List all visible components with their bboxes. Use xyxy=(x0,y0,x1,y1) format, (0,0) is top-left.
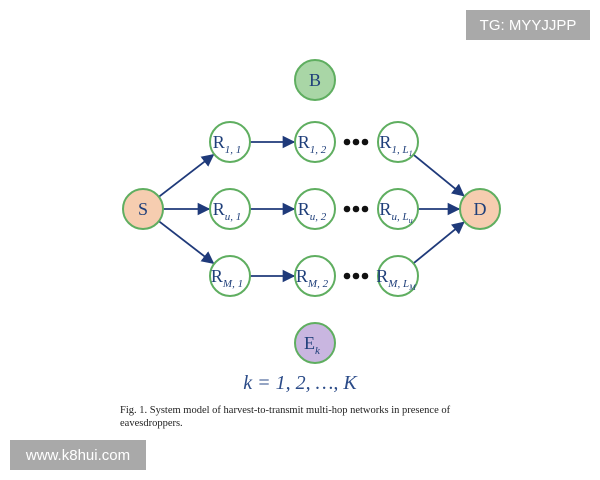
node-relay-1-3-subsubscript: 1 xyxy=(409,149,413,158)
ellipsis-dot-row-3-2 xyxy=(352,272,360,280)
node-b-circle xyxy=(294,59,336,101)
node-eavesdropper-label: Ek xyxy=(304,333,321,357)
node-relay-1-1: R1, 1 xyxy=(209,121,251,163)
node-destination-circle xyxy=(459,188,501,230)
node-relay-2-2-subscript: u, 2 xyxy=(310,211,327,223)
node-relay-1-3: R1, L1 xyxy=(377,121,419,163)
node-relay-1-1-circle xyxy=(209,121,251,163)
node-destination-label: D xyxy=(474,199,487,219)
ellipsis-dot-row-1-3 xyxy=(361,138,369,146)
node-destination: D xyxy=(459,188,501,230)
node-source: S xyxy=(122,188,164,230)
ellipsis-dot-row-1-2 xyxy=(352,138,360,146)
node-relay-2-3-label: Ru, Lu xyxy=(379,199,412,225)
node-source-label: S xyxy=(138,199,148,219)
ellipsis-dot-row-2-3 xyxy=(361,205,369,213)
edges-layer xyxy=(158,135,465,283)
node-relay-1-3-label: R1, L1 xyxy=(379,132,412,158)
node-relay-1-3-subscript: 1, L xyxy=(391,144,408,156)
node-relay-1-1-label: R1, 1 xyxy=(213,132,242,156)
k-range-label: k = 1, 2, …, K xyxy=(243,372,357,394)
node-relay-2-1: Ru, 1 xyxy=(209,188,251,230)
edge-source-to-relay-1-1 xyxy=(158,154,215,198)
node-relay-2-3-circle xyxy=(377,188,419,230)
node-relay-3-2-symbol: R xyxy=(296,266,308,286)
node-relay-1-3-symbol: R xyxy=(379,132,391,152)
watermark-site: www.k8hui.com xyxy=(10,440,146,470)
node-relay-3-3-subsubscript: M xyxy=(408,283,417,292)
node-eavesdropper-subscript: k xyxy=(315,345,321,357)
node-relay-3-1-symbol: R xyxy=(211,266,223,286)
edge-source-to-relay-3-1 xyxy=(158,220,215,264)
node-relay-3-3-label: RM, LM xyxy=(376,266,417,292)
node-relay-2-1-subscript: u, 1 xyxy=(225,211,242,223)
node-relay-2-2-label: Ru, 2 xyxy=(298,199,327,223)
node-relay-3-1-label: RM, 1 xyxy=(211,266,243,290)
ellipsis-dot-row-2-1 xyxy=(343,205,351,213)
ellipsis-dot-row-3-1 xyxy=(343,272,351,280)
node-relay-3-2-subscript: M, 2 xyxy=(307,278,329,290)
edge-relay-1-last-to-destination xyxy=(412,153,465,197)
node-relay-3-2-circle xyxy=(294,255,336,297)
node-relay-1-1-subscript: 1, 1 xyxy=(225,144,242,156)
node-relay-1-1-symbol: R xyxy=(213,132,225,152)
node-relay-1-2: R1, 2 xyxy=(294,121,336,163)
node-eavesdropper: Ek xyxy=(294,322,336,364)
node-relay-3-3-circle xyxy=(377,255,419,297)
node-relay-1-2-circle xyxy=(294,121,336,163)
node-relay-3-1: RM, 1 xyxy=(209,255,251,297)
node-relay-2-2-circle xyxy=(294,188,336,230)
node-b-symbol: B xyxy=(309,70,321,90)
node-relay-3-2-label: RM, 2 xyxy=(296,266,329,290)
ellipsis-dot-row-1-1 xyxy=(343,138,351,146)
node-relay-1-3-circle xyxy=(377,121,419,163)
node-relay-3-3: RM, LM xyxy=(376,255,419,297)
node-relay-2-2-symbol: R xyxy=(298,199,310,219)
node-relay-3-2: RM, 2 xyxy=(294,255,336,297)
ellipsis-layer xyxy=(343,138,369,280)
ellipsis-dot-row-2-2 xyxy=(352,205,360,213)
node-source-circle xyxy=(122,188,164,230)
node-relay-2-3-subscript: u, L xyxy=(391,211,408,223)
watermark-telegram: TG: MYYJJPP xyxy=(466,10,590,40)
node-b: B xyxy=(294,59,336,101)
node-relay-2-1-symbol: R xyxy=(213,199,225,219)
node-relay-2-1-circle xyxy=(209,188,251,230)
edge-relay-3-last-to-destination xyxy=(412,221,465,265)
node-relay-3-1-circle xyxy=(209,255,251,297)
node-relay-1-2-subscript: 1, 2 xyxy=(310,144,327,156)
node-b-label: B xyxy=(309,70,321,90)
node-relay-2-3-symbol: R xyxy=(379,199,391,219)
node-relay-1-2-label: R1, 2 xyxy=(298,132,327,156)
node-destination-symbol: D xyxy=(474,199,487,219)
node-relay-2-3: Ru, Lu xyxy=(377,188,419,230)
node-relay-3-3-subscript: M, L xyxy=(387,278,409,290)
node-eavesdropper-circle xyxy=(294,322,336,364)
node-relay-3-3-symbol: R xyxy=(376,266,388,286)
node-source-symbol: S xyxy=(138,199,148,219)
figure-caption: Fig. 1. System model of harvest-to-trans… xyxy=(120,405,451,429)
ellipsis-dot-row-3-3 xyxy=(361,272,369,280)
node-relay-2-3-subsubscript: u xyxy=(409,216,413,225)
node-relay-1-2-symbol: R xyxy=(298,132,310,152)
node-relay-2-2: Ru, 2 xyxy=(294,188,336,230)
node-relay-3-1-subscript: M, 1 xyxy=(222,278,243,290)
node-relay-2-1-label: Ru, 1 xyxy=(213,199,242,223)
node-eavesdropper-symbol: E xyxy=(304,333,315,353)
